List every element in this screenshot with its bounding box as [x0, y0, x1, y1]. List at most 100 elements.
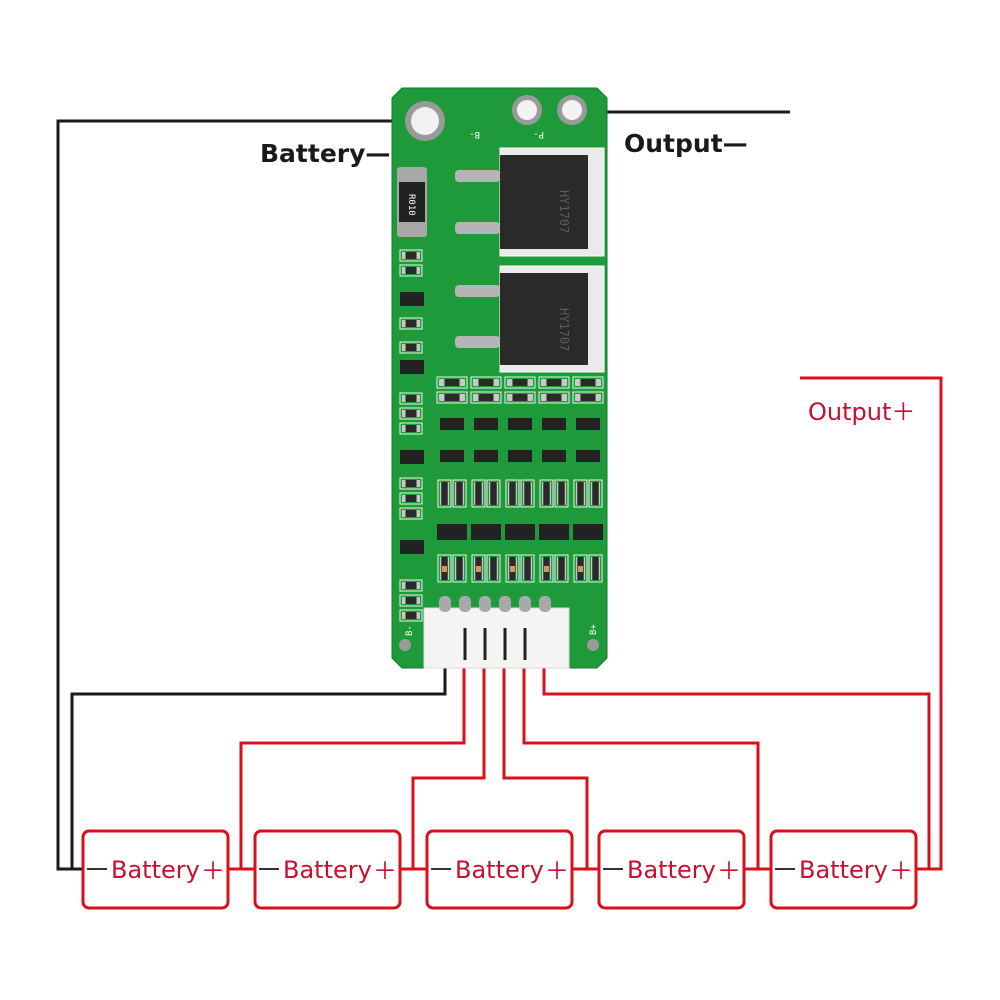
smd-resistor [470, 376, 502, 389]
bms-board: B- P- R010 HY1707 HY1707 B- [391, 87, 608, 669]
smd-resistor [399, 507, 423, 520]
smd-resistor [452, 554, 467, 583]
smd-ic [508, 418, 532, 430]
smd-ic [474, 450, 498, 462]
mosfet-2-lead-2 [455, 336, 500, 348]
connector-pin [479, 596, 491, 612]
smd-components [399, 249, 604, 622]
output-positive-wire [800, 376, 943, 871]
smd-resistor [554, 554, 569, 583]
battery-box [81, 829, 230, 910]
label-output-positive: Output＋ [808, 398, 915, 426]
silk-edge-b-plus: B+ [589, 624, 599, 635]
battery-cell: Battery＋ [769, 829, 918, 910]
edge-pad-b-plus [587, 639, 599, 651]
battery-label: Battery [799, 856, 888, 884]
silk-b-minus: B- [469, 129, 480, 139]
smd-resistor [486, 479, 501, 508]
smd-resistor [452, 479, 467, 508]
mosfet-2-body [500, 273, 588, 365]
shunt-resistor-body [399, 182, 425, 222]
smd-resistor [471, 479, 486, 508]
balance-wire-b0 [70, 668, 447, 871]
smd-ic [437, 524, 467, 540]
wires [56, 110, 943, 871]
connector-pin [459, 596, 471, 612]
battery-plus-icon: ＋ [717, 857, 741, 885]
smd-ic [576, 418, 600, 430]
battery-label: Battery [283, 856, 372, 884]
smd-resistor [470, 391, 502, 404]
mosfet-1: HY1707 [455, 147, 605, 257]
smd-ic [471, 524, 501, 540]
smd-resistor [399, 407, 423, 420]
battery-cell: Battery＋ [425, 829, 574, 910]
battery-box [253, 829, 402, 910]
label-output-negative: Output— [624, 129, 748, 158]
smd-resistor [399, 579, 423, 592]
smd-resistor [588, 479, 603, 508]
smd-resistor [399, 317, 423, 330]
smd-capacitor [442, 566, 447, 572]
smd-ic [440, 418, 464, 430]
battery-label: Battery [455, 856, 544, 884]
battery-plus-icon: ＋ [201, 857, 225, 885]
smd-resistor [572, 391, 604, 404]
smd-ic [474, 418, 498, 430]
pad-p-minus-1-hole [517, 100, 537, 120]
mosfet-2-lead-1 [455, 285, 500, 297]
smd-capacitor [544, 566, 549, 572]
smd-ic [400, 540, 424, 554]
smd-resistor [504, 376, 536, 389]
smd-resistor [538, 376, 570, 389]
mosfet-1-body [500, 155, 588, 249]
mosfet-2: HY1707 [455, 265, 605, 373]
smd-resistor [436, 376, 468, 389]
smd-resistor [399, 341, 423, 354]
smd-resistor [539, 479, 554, 508]
battery-box [425, 829, 574, 910]
smd-ic [542, 450, 566, 462]
battery-plus-icon: ＋ [545, 857, 569, 885]
smd-ic [576, 450, 600, 462]
smd-resistor [399, 249, 423, 262]
balance-connector [423, 596, 570, 669]
battery-box [769, 829, 918, 910]
connector-pin [499, 596, 511, 612]
smd-resistor [573, 479, 588, 508]
smd-resistor [520, 479, 535, 508]
battery-label: Battery [111, 856, 200, 884]
smd-resistor [588, 554, 603, 583]
connector-housing [423, 607, 570, 669]
smd-resistor [486, 554, 501, 583]
battery-plus-icon: ＋ [889, 857, 913, 885]
smd-capacitor [510, 566, 515, 572]
battery-label: Battery [627, 856, 716, 884]
smd-resistor [399, 264, 423, 277]
battery-plus-icon: ＋ [373, 857, 397, 885]
smd-resistor [554, 479, 569, 508]
smd-resistor [399, 609, 423, 622]
pad-b-minus-hole [411, 107, 439, 135]
smd-resistor [399, 492, 423, 505]
smd-capacitor [578, 566, 583, 572]
mosfet-2-marking: HY1707 [557, 308, 571, 351]
label-battery-negative: Battery— [260, 139, 390, 168]
silk-edge-b-minus: B- [405, 625, 415, 636]
mosfet-1-lead-2 [455, 222, 500, 234]
smd-resistor [505, 479, 520, 508]
smd-resistor [538, 391, 570, 404]
smd-ic [508, 450, 532, 462]
battery-cell: Battery＋ [81, 829, 230, 910]
connector-pin [519, 596, 531, 612]
smd-resistor [399, 422, 423, 435]
silk-p-minus: P- [533, 129, 544, 139]
battery-negative-wire [56, 119, 420, 871]
smd-resistor [399, 392, 423, 405]
smd-ic [539, 524, 569, 540]
battery-cell: Battery＋ [253, 829, 402, 910]
smd-ic [400, 360, 424, 374]
smd-resistor [520, 554, 535, 583]
smd-resistor [399, 594, 423, 607]
